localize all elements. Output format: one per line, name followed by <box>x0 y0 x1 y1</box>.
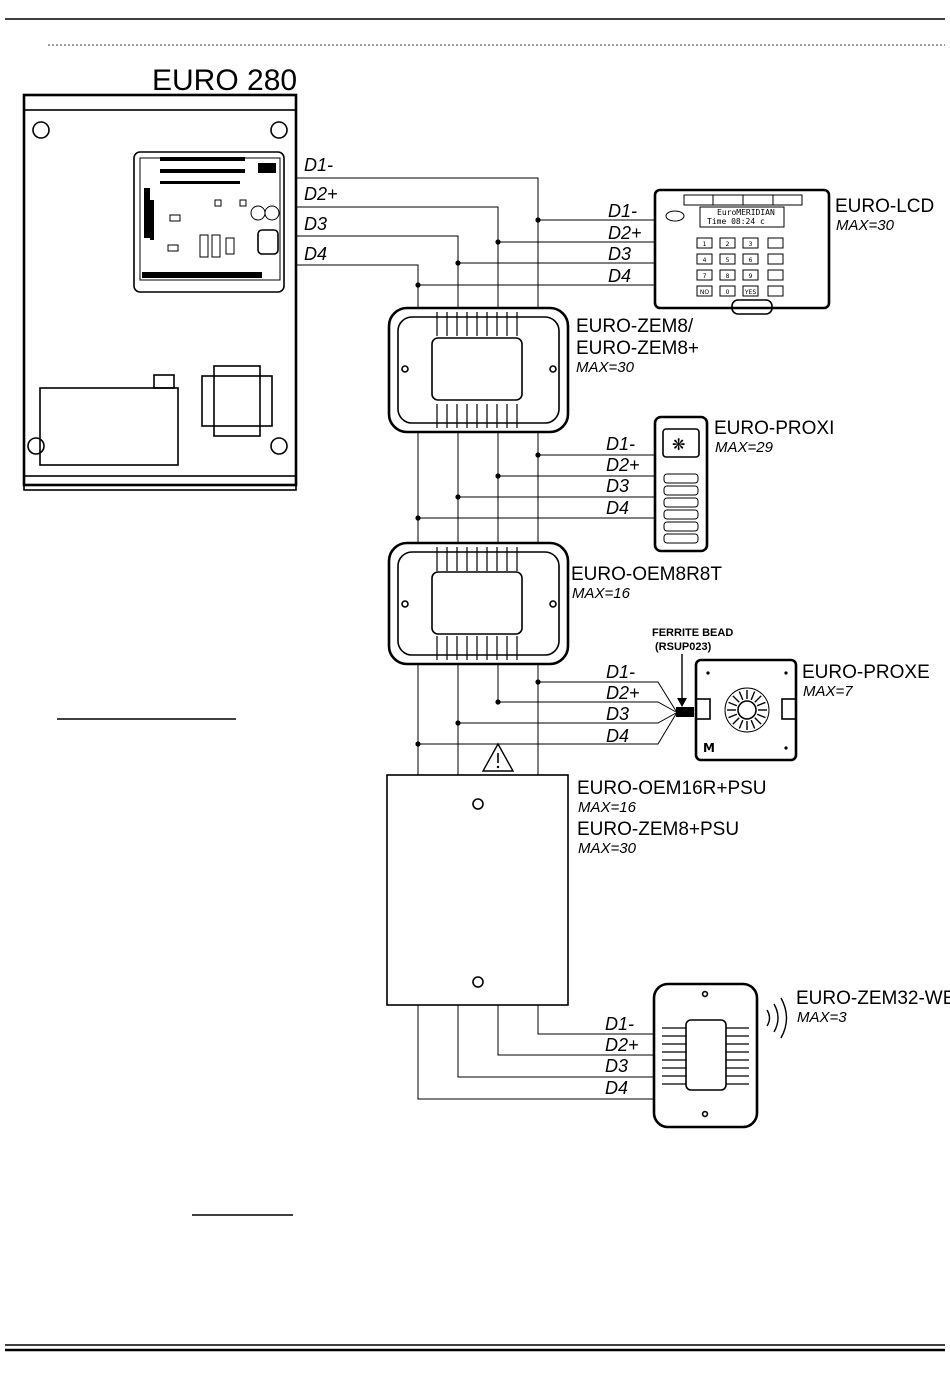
ferrite-label-2: (RSUP023) <box>655 641 712 653</box>
bus-main-d2: D2+ <box>304 184 338 204</box>
bus-main-d3: D3 <box>304 214 327 234</box>
zem8-module <box>387 306 570 434</box>
psu-name-1: EURO-OEM16R+PSU <box>577 778 767 799</box>
ferrite-label-1: FERRITE BEAD <box>652 627 733 639</box>
wireless-bus-d4: D4 <box>605 1078 628 1098</box>
lcd-key-label: 3 <box>749 241 753 248</box>
lcd-screen-line1: EuroMERIDIAN <box>717 208 775 217</box>
svg-text:❋: ❋ <box>672 435 685 454</box>
wireless-signal-icon <box>766 997 788 1039</box>
zem8-name-2: EURO-ZEM8+ <box>576 338 699 359</box>
proxi-bus-d4: D4 <box>606 498 629 518</box>
warning-icon <box>481 742 515 772</box>
oem8-module <box>387 541 570 666</box>
proxe-bus-d1: D1- <box>606 662 635 682</box>
lcd-key <box>742 269 759 281</box>
lcd-key-label: 4 <box>703 257 707 264</box>
lcd-key-label: 9 <box>749 273 753 280</box>
lcd-bus-d3: D3 <box>608 244 631 264</box>
zem8-pins <box>436 312 518 428</box>
psu-max-1: MAX=16 <box>578 799 637 816</box>
oem8-name: EURO-OEM8R8T <box>571 564 722 585</box>
lcd-function-key <box>767 269 784 281</box>
proxi-bus-d1: D1- <box>606 434 635 454</box>
lcd-keys: 1 2 3 4 5 6 7 8 9NO 0 YES <box>696 237 784 297</box>
psu-max-2: MAX=30 <box>578 840 637 857</box>
proxi-bus-d2: D2+ <box>606 455 640 475</box>
lcd-key <box>742 253 759 265</box>
lcd-key-label: 1 <box>703 241 707 248</box>
lcd-key <box>696 237 713 249</box>
proximity-reader-icon: ❋ <box>653 415 709 553</box>
psu-enclosure <box>386 774 569 1006</box>
zem8-name-1: EURO-ZEM8/ <box>576 316 694 337</box>
bus-main-d4: D4 <box>304 244 327 264</box>
lcd-bus-d2: D2+ <box>608 223 642 243</box>
zem32-max: MAX=3 <box>797 1009 847 1026</box>
zem32-name: EURO-ZEM32-WE <box>796 988 950 1009</box>
lcd-key-label: 6 <box>749 257 753 264</box>
lcd-key-label: 7 <box>703 273 707 280</box>
proxi-keys <box>663 473 699 544</box>
zem8-max: MAX=30 <box>576 359 635 376</box>
lcd-bus-d1: D1- <box>608 201 637 221</box>
zem32-module <box>652 982 759 1129</box>
battery <box>39 387 179 466</box>
lcd-key-label: 8 <box>726 273 730 280</box>
lcd-key <box>719 269 736 281</box>
lcd-key <box>719 253 736 265</box>
lcd-function-key <box>767 285 784 297</box>
oem8-pins <box>436 547 518 660</box>
proxi-max: MAX=29 <box>715 439 774 456</box>
bus-wires <box>296 177 677 1100</box>
lcd-keypad-icon: EuroMERIDIAN Time 08:24 c <box>653 188 831 315</box>
psu-name-2: EURO-ZEM8+PSU <box>577 819 739 840</box>
lcd-function-key <box>767 237 784 249</box>
proxe-max: MAX=7 <box>803 683 853 700</box>
bus-main-d1: D1- <box>304 155 333 175</box>
proxe-bus-d4: D4 <box>606 726 629 746</box>
lcd-key-label: YES <box>744 289 756 296</box>
lcd-key <box>696 285 713 297</box>
svg-text:M: M <box>703 741 715 755</box>
lcd-bus-d4: D4 <box>608 266 631 286</box>
proxe-name: EURO-PROXE <box>802 662 930 683</box>
junction-dots <box>415 217 541 747</box>
lcd-key <box>719 237 736 249</box>
lcd-key <box>719 285 736 297</box>
lcd-key-label: 5 <box>726 257 730 264</box>
lcd-key <box>696 269 713 281</box>
lcd-key-label: 2 <box>726 241 730 248</box>
proxe-rays <box>727 690 767 730</box>
pcb-board <box>133 151 285 293</box>
ferrite-pointer-arrow <box>677 698 687 707</box>
oem8-max: MAX=16 <box>572 585 631 602</box>
panel-title: EURO 280 <box>152 64 297 97</box>
lcd-name: EURO-LCD <box>835 196 934 217</box>
proxi-name: EURO-PROXI <box>714 418 834 439</box>
lcd-key <box>696 253 713 265</box>
proxe-reader: M <box>694 658 798 762</box>
wireless-bus-d1: D1- <box>605 1014 634 1034</box>
proxi-bus-d3: D3 <box>606 476 629 496</box>
lcd-screen-line2: Time 08:24 c <box>707 217 765 226</box>
lcd-key <box>742 285 759 297</box>
transformer <box>201 365 273 437</box>
proxe-bus-d2: D2+ <box>606 683 640 703</box>
proxe-bus-d3: D3 <box>606 704 629 724</box>
wireless-bus-d3: D3 <box>605 1056 628 1076</box>
lcd-function-key <box>767 253 784 265</box>
euro280-panel <box>22 93 298 491</box>
wireless-bus-d2: D2+ <box>605 1035 639 1055</box>
ferrite-bead <box>676 707 694 717</box>
lcd-key <box>742 237 759 249</box>
zem32-ribs <box>662 1027 749 1085</box>
lcd-key-label: 0 <box>726 289 730 296</box>
lcd-key-label: NO <box>700 289 709 296</box>
lcd-max: MAX=30 <box>836 217 895 234</box>
